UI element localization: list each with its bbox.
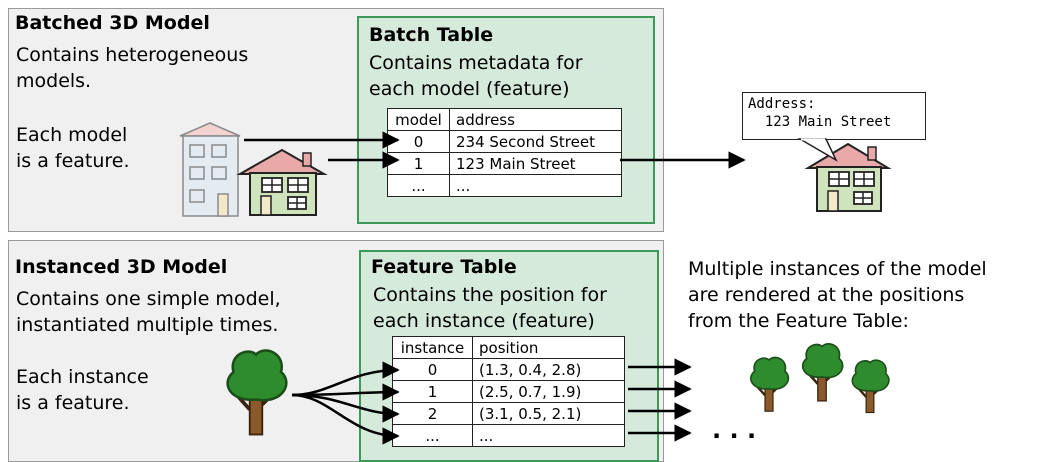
ellipsis-more-trees: . . . [712, 416, 757, 444]
instances-note-line: are rendered at the positions [688, 284, 965, 306]
batch-table: model address 0 234 Second Street 1 123 … [387, 108, 622, 197]
table-row: 1 123 Main Street [387, 152, 622, 175]
instances-note: Multiple instances of the model are rend… [688, 256, 987, 334]
table-row: 0 (1.3, 0.4, 2.8) [392, 358, 625, 381]
callout-pointer [797, 138, 838, 162]
table-row: ... ... [392, 424, 625, 447]
feature-table-cell: ... [472, 424, 625, 447]
batched-model-feature-note: Each model is a feature. [16, 124, 130, 172]
instanced-model-description: Contains one simple model, instantiated … [16, 288, 281, 336]
tree-icon [225, 348, 289, 437]
tree-instance-icon [801, 342, 844, 403]
batched-model-description: Contains heterogeneous models. [16, 44, 249, 92]
address-callout-value: 123 Main Street [764, 114, 892, 130]
address-callout: Address: 123 Main Street [742, 92, 926, 140]
feature-table-title: Feature Table [371, 256, 517, 278]
feature-table-cell: (3.1, 0.5, 2.1) [472, 402, 625, 425]
tree-instance-icon [749, 356, 790, 413]
feature-table-cell: (1.3, 0.4, 2.8) [472, 358, 625, 381]
tree-instance-icon [851, 358, 891, 414]
faded-building-icon [179, 122, 241, 217]
batch-table-description: Contains metadata for each model (featur… [369, 52, 583, 100]
feature-table: instance position 0 (1.3, 0.4, 2.8) 1 (2… [392, 336, 625, 447]
instances-note-line: Multiple instances of the model [688, 258, 987, 280]
instanced-model-title: Instanced 3D Model [15, 256, 228, 278]
house-icon [236, 148, 328, 216]
batch-table-cell: ... [387, 174, 450, 197]
feature-table-cell: ... [392, 424, 473, 447]
instanced-model-feature-note: Each instance is a feature. [16, 366, 149, 414]
batched-model-title: Batched 3D Model [15, 12, 210, 34]
selected-house-icon [804, 142, 892, 212]
batch-table-header-address: address [449, 108, 622, 131]
instance-output-arrows [628, 358, 692, 442]
table-row: ... ... [387, 174, 622, 197]
batch-table-title: Batch Table [369, 24, 494, 46]
batch-table-cell: ... [449, 174, 622, 197]
tree-to-instances-arrows [291, 361, 400, 445]
batch-table-cell: 123 Main Street [449, 152, 622, 175]
instances-note-line: from the Feature Table: [688, 310, 909, 332]
address-callout-label: Address: [748, 96, 816, 112]
feature-table-description: Contains the position for each instance … [373, 284, 607, 332]
feature-table-header-instance: instance [392, 336, 473, 359]
